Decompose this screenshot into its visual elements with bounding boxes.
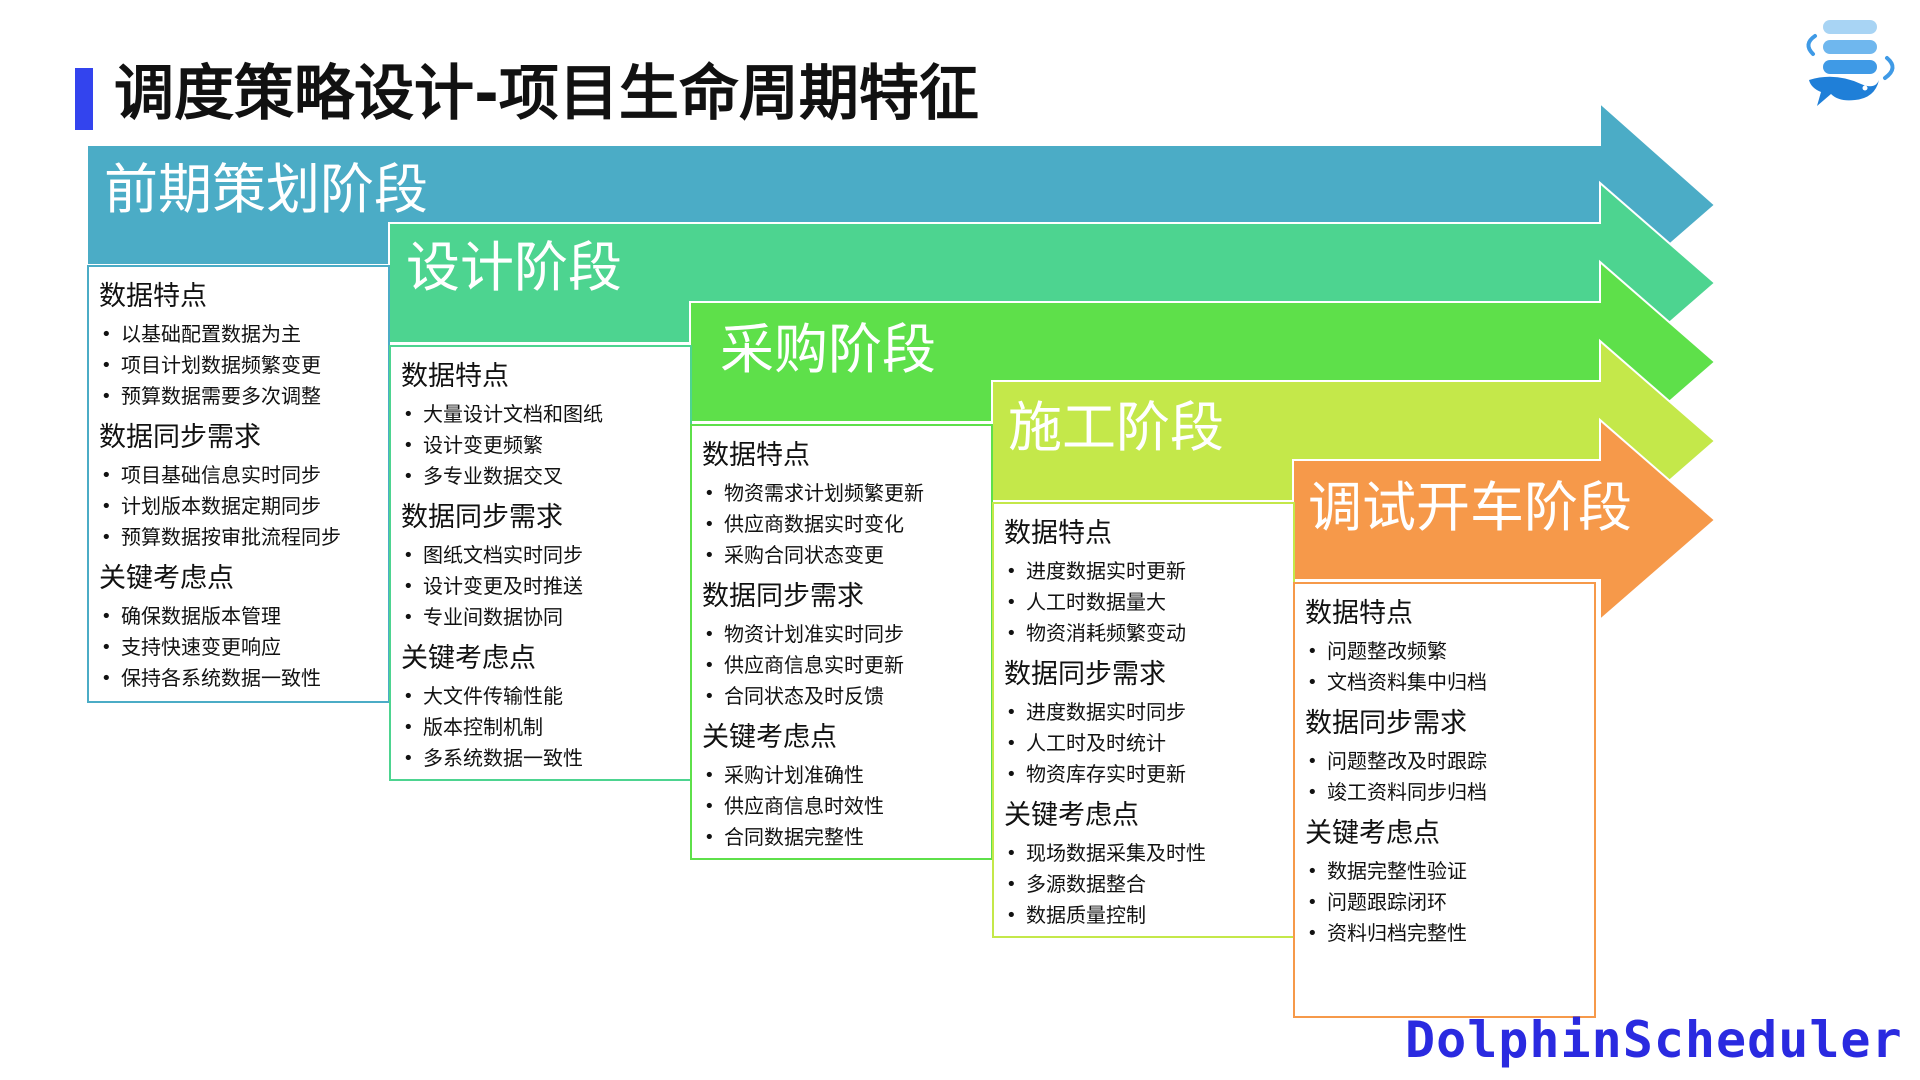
section-title: 数据同步需求 xyxy=(1305,708,1467,739)
list-item: 物资消耗频繁变动 xyxy=(1004,618,1285,649)
section-title: 数据同步需求 xyxy=(702,581,864,612)
brand-wordmark: DolphinScheduler xyxy=(1405,1011,1903,1069)
stage-label-3: 采购阶段 xyxy=(720,318,936,381)
list-item: 供应商信息时效性 xyxy=(702,791,983,822)
section-title: 关键考虑点 xyxy=(1305,818,1440,849)
list-item: 大文件传输性能 xyxy=(401,681,682,712)
list-item: 计划版本数据定期同步 xyxy=(99,491,380,522)
list-item: 设计变更频繁 xyxy=(401,430,682,461)
stage-label-4: 施工阶段 xyxy=(1008,396,1224,459)
section-title: 关键考虑点 xyxy=(1004,800,1139,831)
list-item: 物资计划准实时同步 xyxy=(702,619,983,650)
list-item: 资料归档完整性 xyxy=(1305,918,1586,949)
stage-arrow-5 xyxy=(1292,417,1717,623)
list-item: 人工时数据量大 xyxy=(1004,587,1285,618)
list-item: 竣工资料同步归档 xyxy=(1305,777,1586,808)
list-item: 图纸文档实时同步 xyxy=(401,540,682,571)
list-item: 供应商信息实时更新 xyxy=(702,650,983,681)
list-item: 数据质量控制 xyxy=(1004,900,1285,931)
list-item: 进度数据实时更新 xyxy=(1004,556,1285,587)
list-item: 以基础配置数据为主 xyxy=(99,319,380,350)
list-item: 问题跟踪闭环 xyxy=(1305,887,1586,918)
section-title: 数据特点 xyxy=(401,361,509,392)
stage-box-4: 数据特点 进度数据实时更新 人工时数据量大 物资消耗频繁变动 数据同步需求 进度… xyxy=(992,502,1295,938)
stage-label-5: 调试开车阶段 xyxy=(1308,476,1632,539)
list-item: 数据完整性验证 xyxy=(1305,856,1586,887)
list-item: 供应商数据实时变化 xyxy=(702,509,983,540)
dolphin-logo-icon xyxy=(1806,20,1895,106)
list-item: 问题整改及时跟踪 xyxy=(1305,746,1586,777)
list-item: 物资库存实时更新 xyxy=(1004,759,1285,790)
list-item: 设计变更及时推送 xyxy=(401,571,682,602)
list-item: 合同数据完整性 xyxy=(702,822,983,853)
page-title: 调度策略设计-项目生命周期特征 xyxy=(114,59,979,129)
list-item: 进度数据实时同步 xyxy=(1004,697,1285,728)
list-item: 物资需求计划频繁更新 xyxy=(702,478,983,509)
section-title: 关键考虑点 xyxy=(99,563,234,594)
stage-box-5: 数据特点 问题整改频繁 文档资料集中归档 数据同步需求 问题整改及时跟踪 竣工资… xyxy=(1293,582,1596,1018)
list-item: 问题整改频繁 xyxy=(1305,636,1586,667)
title-accent-bar xyxy=(75,68,93,130)
list-item: 采购计划准确性 xyxy=(702,760,983,791)
section-title: 数据特点 xyxy=(702,440,810,471)
section-title: 数据同步需求 xyxy=(401,502,563,533)
list-item: 版本控制机制 xyxy=(401,712,682,743)
list-item: 项目计划数据频繁变更 xyxy=(99,350,380,381)
list-item: 人工时及时统计 xyxy=(1004,728,1285,759)
list-item: 支持快速变更响应 xyxy=(99,632,380,663)
stage-box-3: 数据特点 物资需求计划频繁更新 供应商数据实时变化 采购合同状态变更 数据同步需… xyxy=(690,424,993,860)
section-title: 数据特点 xyxy=(1305,598,1413,629)
section-title: 数据同步需求 xyxy=(99,422,261,453)
list-item: 多系统数据一致性 xyxy=(401,743,682,774)
list-item: 大量设计文档和图纸 xyxy=(401,399,682,430)
stage-box-2: 数据特点 大量设计文档和图纸 设计变更频繁 多专业数据交叉 数据同步需求 图纸文… xyxy=(389,345,692,781)
list-item: 多源数据整合 xyxy=(1004,869,1285,900)
list-item: 合同状态及时反馈 xyxy=(702,681,983,712)
section-title: 数据特点 xyxy=(99,281,207,312)
list-item: 专业间数据协同 xyxy=(401,602,682,633)
list-item: 预算数据按审批流程同步 xyxy=(99,522,380,553)
stage-label-1: 前期策划阶段 xyxy=(104,158,428,221)
section-title: 数据同步需求 xyxy=(1004,659,1166,690)
list-item: 采购合同状态变更 xyxy=(702,540,983,571)
list-item: 保持各系统数据一致性 xyxy=(99,663,380,694)
list-item: 确保数据版本管理 xyxy=(99,601,380,632)
section-title: 关键考虑点 xyxy=(702,722,837,753)
list-item: 预算数据需要多次调整 xyxy=(99,381,380,412)
list-item: 现场数据采集及时性 xyxy=(1004,838,1285,869)
stage-label-2: 设计阶段 xyxy=(406,236,622,299)
stage-box-1: 数据特点 以基础配置数据为主 项目计划数据频繁变更 预算数据需要多次调整 数据同… xyxy=(87,265,390,703)
section-title: 数据特点 xyxy=(1004,518,1112,549)
list-item: 多专业数据交叉 xyxy=(401,461,682,492)
section-title: 关键考虑点 xyxy=(401,643,536,674)
list-item: 文档资料集中归档 xyxy=(1305,667,1586,698)
list-item: 项目基础信息实时同步 xyxy=(99,460,380,491)
